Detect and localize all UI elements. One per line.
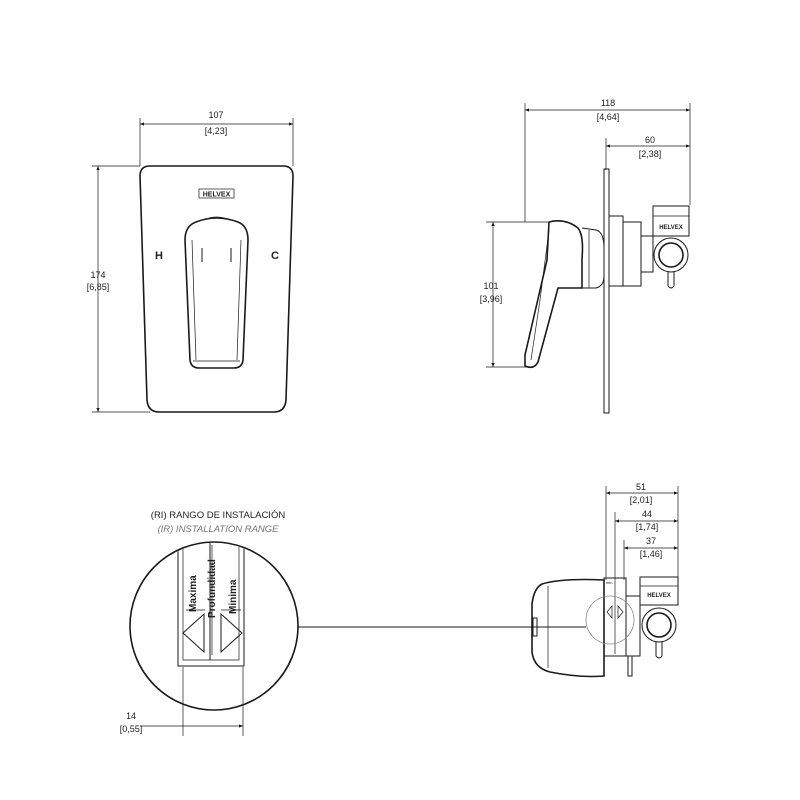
range-d3-mm: 37 (646, 536, 656, 546)
lever-side (524, 220, 584, 369)
side-depth-in: [4,64] (597, 112, 620, 122)
side-body-mm: 60 (645, 135, 655, 145)
range-width-mm: 14 (126, 711, 136, 721)
range-max-label: Maxima (188, 575, 199, 612)
range-brand-block (639, 576, 679, 606)
front-height-in: [6,85] (87, 282, 110, 292)
range-triangle-left-icon (182, 612, 205, 654)
front-logo: HELVEX (203, 192, 231, 199)
side-brand: HELVEX (659, 225, 683, 231)
hot-label: H (155, 250, 163, 262)
rough-in-cover (531, 578, 605, 678)
lever-handle (184, 217, 249, 369)
detail-magnifier-circle (129, 541, 299, 711)
range-d2-mm: 44 (642, 509, 652, 519)
cold-label: C (271, 250, 279, 262)
range-d3-in: [1,46] (640, 549, 663, 559)
range-min-label: Minima (228, 579, 239, 614)
side-depth-mm: 118 (601, 98, 615, 108)
svg-text:min: min (606, 580, 612, 585)
range-triangle-right-icon (220, 612, 243, 654)
range-title-es: (RI) RANGO DE INSTALACIÓN (151, 510, 286, 521)
valve-brand-block (652, 205, 690, 237)
hub-side (581, 227, 605, 289)
side-handle-in: [3,96] (480, 294, 503, 304)
range-d2-in: [1,74] (636, 522, 659, 532)
range-depth-label: Profundidad (207, 559, 218, 618)
logo-badge (198, 188, 235, 199)
range-valve-outlet (641, 607, 677, 643)
front-width-in: [4,23] (205, 126, 228, 136)
installation-range-detail: (RI) RANGO DE INSTALACIÓN (IR) INSTALLAT… (120, 510, 586, 736)
range-width-in: [0,55] (120, 724, 143, 734)
front-view: 107 [4,23] 174 [6,85] HELVEX H C (87, 110, 294, 413)
range-d1-in: [2,01] (630, 495, 653, 505)
range-brand: HELVEX (647, 593, 671, 599)
range-d1-mm: 51 (636, 482, 646, 492)
side-handle-mm: 101 (483, 281, 498, 291)
front-width-mm: 107 (208, 110, 223, 120)
installation-range-view: 51 [2,01] 44 [1,74] 37 [1,46] min HELVEX (531, 482, 679, 678)
side-view: 118 [4,64] 60 [2,38] 101 [3,96] HELVEX (480, 98, 691, 414)
valve-body-side (608, 215, 624, 287)
range-title-en: (IR) INSTALLATION RANGE (157, 524, 279, 535)
trim-plate-side (603, 168, 610, 414)
trim-plate (139, 165, 294, 413)
front-height-mm: 174 (90, 270, 105, 280)
range-detail-circle (585, 595, 635, 645)
side-body-in: [2,38] (639, 149, 662, 159)
valve-outlet (653, 237, 689, 273)
